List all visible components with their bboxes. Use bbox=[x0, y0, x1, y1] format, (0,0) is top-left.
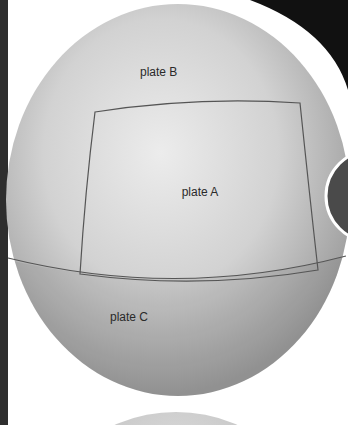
plate-outline: plate A bbox=[80, 100, 320, 285]
plate-region: plate C bbox=[60, 295, 290, 340]
plate-region: plate B plate A bbox=[60, 55, 330, 285]
plate-label: plate A bbox=[182, 185, 219, 199]
lower-sphere bbox=[26, 412, 326, 425]
plate-border-path bbox=[80, 101, 318, 281]
plate-boundary bbox=[8, 256, 346, 279]
plate-label: plate B bbox=[140, 65, 177, 79]
plate-label: plate C bbox=[110, 310, 148, 324]
inset-circle bbox=[326, 150, 348, 242]
